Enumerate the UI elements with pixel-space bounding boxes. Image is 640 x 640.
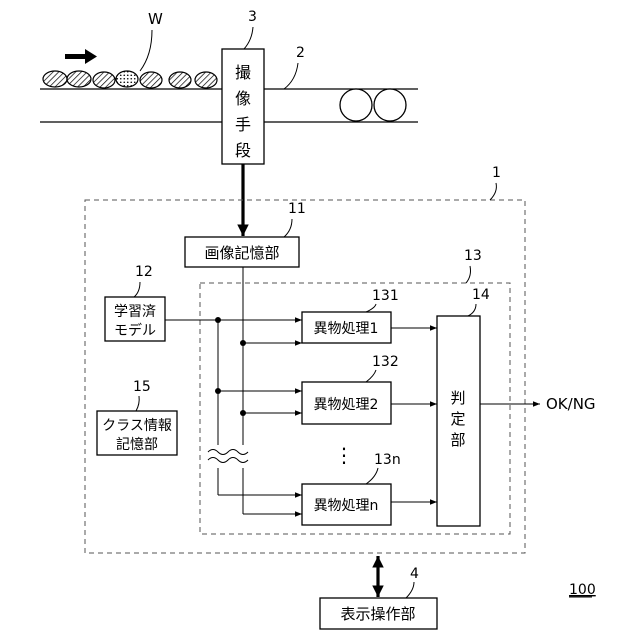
display-unit-ref: 4 [410, 566, 419, 582]
imaging-ref: 3 [248, 9, 257, 25]
class-info-line1: クラス情報 [102, 418, 172, 434]
figure-ref: 100 [569, 582, 596, 598]
learned-model-line2: モデル [114, 322, 156, 339]
judging-char-1: 判 [450, 389, 465, 407]
judging-unit-ref: 14 [472, 287, 490, 303]
conveyance-direction-arrow [65, 49, 97, 64]
process-2-label: 異物処理2 [314, 397, 379, 413]
judging-char-3: 部 [450, 431, 465, 449]
display-unit-leader [406, 582, 414, 598]
processing-group-ref: 13 [464, 248, 482, 264]
output-label: OK/NG [546, 395, 596, 413]
judging-unit-leader [468, 304, 476, 316]
processing-group-leader [466, 266, 471, 283]
system-leader [490, 183, 496, 200]
image-memory-leader [284, 219, 292, 237]
imaging-char-2: 像 [235, 89, 251, 108]
process-n-ref: 13n [374, 452, 401, 468]
class-info-leader [136, 396, 139, 411]
class-info-ref: 15 [133, 379, 151, 395]
imaging-means-block: 撮 像 手 段 [222, 49, 264, 164]
display-unit-label: 表示操作部 [340, 605, 415, 623]
junction-dots [215, 317, 246, 416]
workpiece-leader [140, 30, 152, 71]
workpiece-label: W [148, 10, 163, 28]
process-n-leader [366, 468, 378, 484]
process-2-leader [366, 370, 376, 382]
process-1-label: 異物処理1 [314, 321, 379, 337]
process-1-leader [366, 304, 376, 312]
conveyor-leader [284, 63, 298, 89]
class-info-line2: 記憶部 [116, 436, 158, 453]
process-1-ref: 131 [372, 288, 399, 304]
learned-model-leader [134, 282, 140, 297]
judging-char-2: 定 [450, 410, 465, 428]
learned-model-line1: 学習済 [114, 304, 156, 320]
conveyor-ref: 2 [296, 45, 305, 61]
image-memory-label: 画像記憶部 [204, 244, 279, 262]
imaging-char-1: 撮 [235, 63, 251, 82]
learned-model-ref: 12 [135, 264, 153, 280]
imaging-char-4: 段 [235, 141, 251, 160]
conveyor-roller-left [340, 89, 372, 121]
process-ellipsis: ⋮ [334, 443, 354, 467]
conveyor-roller-right [374, 89, 406, 121]
system-ref: 1 [492, 165, 501, 181]
image-memory-ref: 11 [288, 201, 306, 217]
process-n-label: 異物処理n [314, 498, 379, 514]
workpieces [43, 71, 217, 88]
imaging-leader [244, 27, 253, 49]
process-2-ref: 132 [372, 354, 399, 370]
imaging-char-3: 手 [235, 115, 251, 134]
